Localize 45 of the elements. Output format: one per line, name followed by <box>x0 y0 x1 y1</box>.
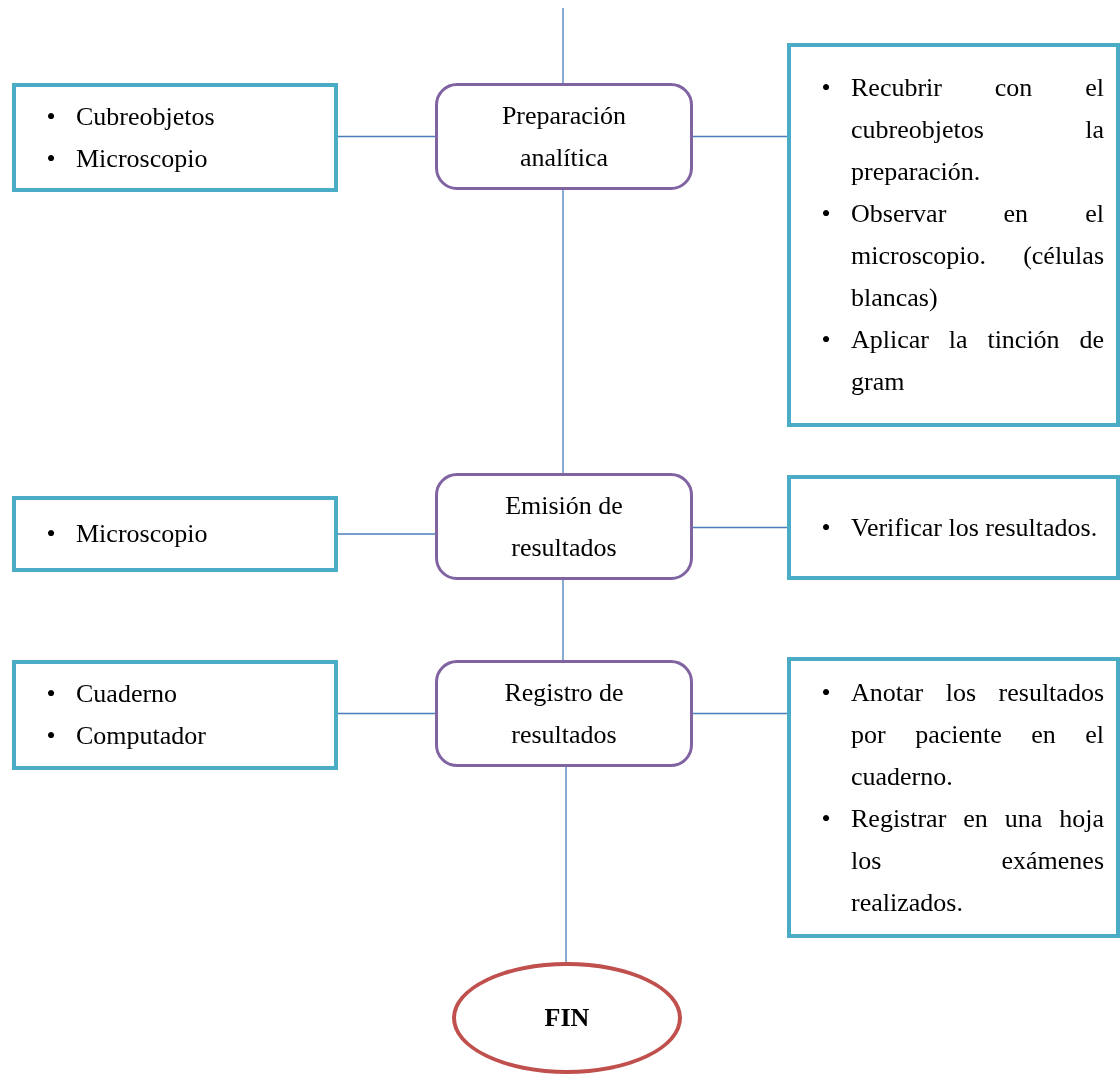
list-item: Microscopio <box>76 142 209 175</box>
list-item: Anotar los resultados por paciente en el cuaderno. <box>851 676 1104 793</box>
list-box <box>787 43 1120 427</box>
bullet-marker: • <box>821 324 831 356</box>
connector-line <box>337 533 436 535</box>
connector-line <box>565 766 567 963</box>
connector-line <box>692 712 788 715</box>
list-item: Registrar en una hoja los exámenes realizados. <box>851 802 1104 919</box>
list-item: Observar en el microscopio. (células blancas) <box>851 198 1104 314</box>
list-item: Computador <box>76 720 207 752</box>
connector-line <box>692 526 788 529</box>
step-label: Registro de resultados <box>503 676 625 751</box>
list-item: Aplicar la tinción de gram <box>851 324 1104 398</box>
step-label: Emisión de resultados <box>504 489 624 564</box>
list-box <box>12 660 338 770</box>
list-item: Recubrir con el cubreobjetos la preparación. <box>851 72 1104 188</box>
bullet-marker: • <box>821 676 831 709</box>
bullet-marker: • <box>46 720 56 752</box>
list-box <box>12 496 338 572</box>
connector-line <box>337 712 436 715</box>
bullet-marker: • <box>46 142 56 175</box>
bullet-marker: • <box>821 72 831 104</box>
process-box <box>435 660 693 767</box>
connector-line <box>562 189 564 474</box>
list-item: Microscopio <box>76 518 209 550</box>
list-item: Verificar los resultados. <box>851 511 1099 544</box>
bullet-marker: • <box>46 100 56 133</box>
list-item: Cuaderno <box>76 678 179 710</box>
list-box <box>12 83 338 192</box>
list-box <box>787 657 1120 938</box>
list-box <box>787 475 1120 580</box>
bullet-marker: • <box>46 678 56 710</box>
connector-line <box>692 135 788 138</box>
process-box <box>435 473 693 580</box>
bullet-marker: • <box>46 518 56 550</box>
bullet-marker: • <box>821 198 831 230</box>
connector-line <box>562 7 564 84</box>
connector-line <box>562 579 564 661</box>
connector-line <box>337 135 436 138</box>
list-item: Cubreobjetos <box>76 100 216 133</box>
step-label: Preparación analítica <box>500 99 628 174</box>
end-label: FIN <box>544 1003 590 1033</box>
bullet-marker: • <box>821 511 831 544</box>
bullet-marker: • <box>821 802 831 835</box>
process-box <box>435 83 693 190</box>
